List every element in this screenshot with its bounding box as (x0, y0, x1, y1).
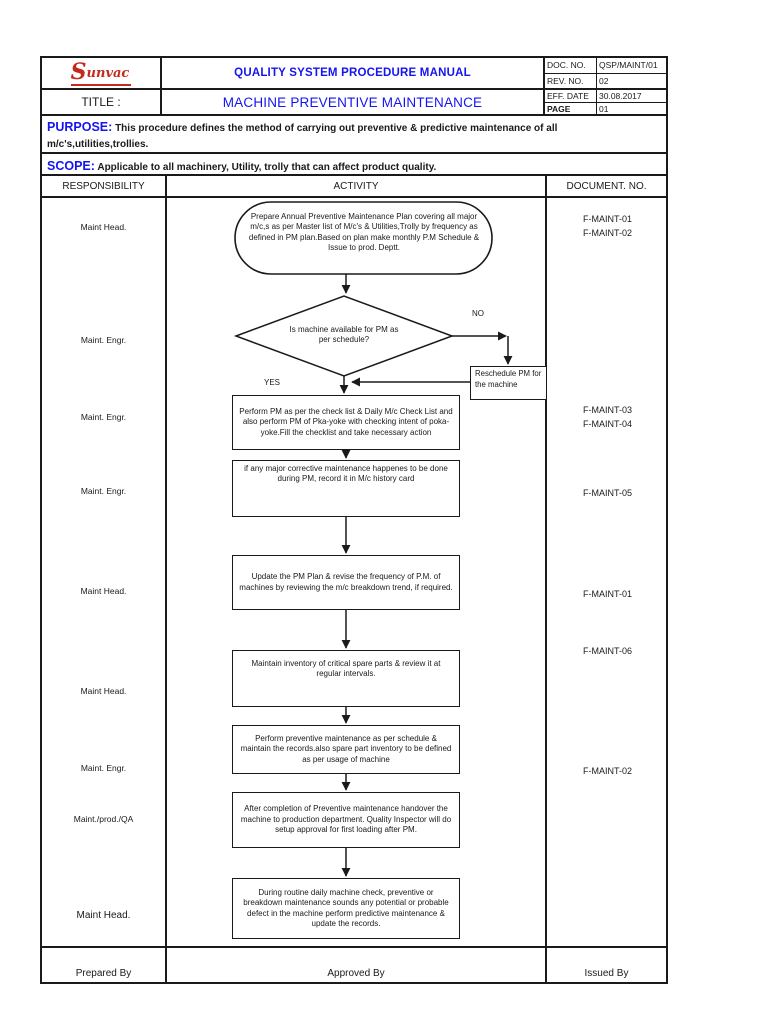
rev-no-label: REV. NO. (545, 73, 597, 88)
responsibility-maint-head-3: Maint Head. (80, 686, 127, 696)
responsibility-maint-engr-4: Maint. Engr. (80, 763, 127, 773)
doc-ref-f-maint-01b: F-MAINT-01 (582, 589, 632, 599)
doc-ref-f-maint-02: F-MAINT-02 (582, 228, 632, 238)
prepared-by-cell: Prepared By (42, 948, 167, 984)
flow-step-spare-inventory: Maintain inventory of critical spare par… (232, 650, 460, 707)
rev-no-value: 02 (599, 75, 609, 86)
doc-no-row: DOC. NO. QSP/MAINT/01 (545, 58, 666, 73)
document-no-column-header: DOCUMENT. NO. (566, 180, 647, 192)
page-label: PAGE (545, 103, 597, 115)
start-stadium-shape (234, 201, 493, 275)
eff-date-label: EFF. DATE (545, 90, 597, 102)
logo-cell: Sunvac (42, 58, 162, 88)
activity-column-header: ACTIVITY (167, 176, 547, 196)
flow-decision: Is machine available for PM as per sched… (289, 325, 399, 345)
doc-ref-f-maint-05: F-MAINT-05 (582, 488, 632, 498)
yes-branch-label: YES (264, 378, 281, 387)
scope-text: Applicable to all machinery, Utility, tr… (94, 162, 437, 173)
approved-by-cell: Approved By (167, 948, 547, 984)
responsibility-maint-engr-1: Maint. Engr. (80, 335, 127, 345)
responsibility-maint-engr-3: Maint. Engr. (80, 486, 127, 496)
doc-ref-f-maint-03: F-MAINT-03 (582, 405, 632, 415)
purpose-row: PURPOSE: This procedure defines the meth… (42, 116, 666, 154)
title-label: TITLE : (42, 90, 162, 114)
doc-title-cell: MACHINE PREVENTIVE MAINTENANCE (162, 90, 543, 114)
responsibility-maint-head-2: Maint Head. (80, 586, 127, 596)
logo-text: unvac (86, 65, 130, 81)
logo-initial: S (70, 58, 87, 85)
doc-ref-f-maint-04: F-MAINT-04 (582, 419, 632, 429)
flowchart-connectors (233, 201, 513, 877)
doc-ref-f-maint-02b: F-MAINT-02 (582, 766, 632, 776)
responsibility-maint-prod-qa: Maint./prod./QA (73, 814, 134, 824)
page-title: MACHINE PREVENTIVE MAINTENANCE (222, 94, 483, 110)
eff-date-row: EFF. DATE 30.08.2017 (545, 90, 666, 102)
no-branch-label: NO (472, 309, 484, 318)
column-header-row: RESPONSIBILITY ACTIVITY DOCUMENT. NO. (42, 176, 666, 198)
page-row: PAGE 01 (545, 102, 666, 115)
issued-by-cell: Issued By (584, 968, 629, 979)
flowchart-body: Prepare Annual Preventive Maintenance Pl… (42, 198, 666, 948)
flow-step-corrective-record: if any major corrective maintenance happ… (232, 460, 460, 517)
rev-no-row: REV. NO. 02 (545, 72, 666, 88)
page-value: 01 (599, 104, 609, 114)
purpose-label: PURPOSE: (47, 120, 113, 134)
right-column-divider (545, 198, 547, 946)
responsibility-maint-engr-2: Maint. Engr. (80, 412, 127, 422)
header-row-2: TITLE : MACHINE PREVENTIVE MAINTENANCE E… (42, 90, 666, 116)
eff-date-value: 30.08.2017 (599, 91, 642, 101)
scope-row: SCOPE: Applicable to all machinery, Util… (42, 154, 666, 176)
manual-title-cell: QUALITY SYSTEM PROCEDURE MANUAL (162, 58, 543, 88)
header-meta-bottom: EFF. DATE 30.08.2017 PAGE 01 (543, 90, 666, 115)
procedure-table: Sunvac QUALITY SYSTEM PROCEDURE MANUAL D… (40, 56, 668, 984)
doc-ref-f-maint-01: F-MAINT-01 (582, 214, 632, 224)
purpose-text: This procedure defines the method of car… (47, 123, 558, 150)
flow-step-preventive-records: Perform preventive maintenance as per sc… (232, 725, 460, 774)
header-meta-top: DOC. NO. QSP/MAINT/01 REV. NO. 02 (543, 58, 666, 88)
flow-step-update-plan: Update the PM Plan & revise the frequenc… (232, 555, 460, 610)
manual-title: QUALITY SYSTEM PROCEDURE MANUAL (234, 67, 471, 79)
flow-step-predictive: During routine daily machine check, prev… (232, 878, 460, 939)
doc-no-value: QSP/MAINT/01 (599, 60, 658, 71)
sunvac-logo: Sunvac (70, 58, 132, 86)
flow-step-handover: After completion of Preventive maintenan… (232, 792, 460, 848)
responsibility-maint-head-1: Maint Head. (80, 222, 127, 232)
doc-no-label: DOC. NO. (545, 58, 597, 73)
responsibility-maint-head-4: Maint Head. (76, 910, 131, 921)
left-column-divider (165, 198, 167, 946)
responsibility-column-header: RESPONSIBILITY (42, 176, 167, 196)
doc-ref-f-maint-06: F-MAINT-06 (582, 646, 632, 656)
header-row-1: Sunvac QUALITY SYSTEM PROCEDURE MANUAL D… (42, 58, 666, 90)
flow-step-perform-pm: Perform PM as per the check list & Daily… (232, 395, 460, 450)
scope-label: SCOPE: (47, 159, 95, 173)
signature-row: Prepared By Approved By Issued By (42, 948, 666, 984)
flow-reschedule-box: Reschedule PM for the machine (470, 366, 547, 400)
flow-start-terminator: Prepare Annual Preventive Maintenance Pl… (248, 212, 480, 253)
